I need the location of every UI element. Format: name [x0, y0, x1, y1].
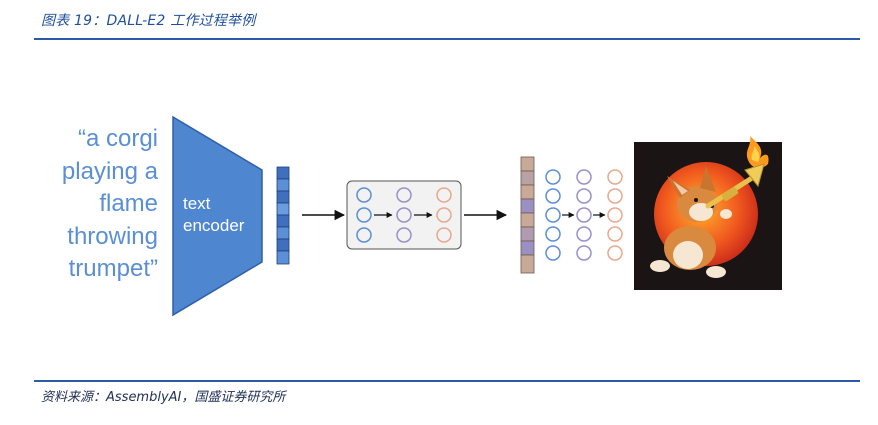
neural-node-icon — [576, 226, 592, 242]
neural-node-icon — [436, 227, 452, 243]
encoder-label-line: text — [183, 194, 211, 213]
neural-node-icon — [436, 207, 452, 223]
neural-node-icon — [576, 207, 592, 223]
neural-node-icon — [356, 227, 372, 243]
neural-node-icon — [607, 245, 623, 261]
neural-node-icon — [607, 207, 623, 223]
neural-node-icon — [545, 207, 561, 223]
corgi-trumpet-image — [634, 136, 782, 290]
neural-node-icon — [607, 188, 623, 204]
neural-node-icon — [576, 245, 592, 261]
top-divider — [34, 38, 860, 40]
neural-node-icon — [545, 169, 561, 185]
image-embedding-vector — [520, 156, 535, 274]
neural-node-icon — [607, 169, 623, 185]
prior-network — [346, 180, 462, 250]
neural-node-icon — [396, 187, 412, 203]
neural-node-icon — [576, 188, 592, 204]
prompt-line: playing a — [61, 157, 158, 185]
neural-node-icon — [356, 207, 372, 223]
neural-node-icon — [607, 226, 623, 242]
neural-node-icon — [396, 227, 412, 243]
neural-node-icon — [576, 169, 592, 185]
neural-node-icon — [396, 207, 412, 223]
figure-title: 图表 19：DALL-E2 工作过程举例 — [41, 13, 256, 29]
neural-node-icon — [545, 226, 561, 242]
text-encoder-label: text encoder — [183, 193, 244, 237]
prompt-line: trumpet” — [68, 255, 158, 282]
neural-node-icon — [545, 245, 561, 261]
text-prompt: “a corgi playing a flame throwing trumpe… — [62, 123, 158, 286]
encoder-label-line: encoder — [183, 216, 245, 235]
neural-node-icon — [545, 188, 561, 204]
prompt-line: “a corgi — [77, 125, 158, 152]
decoder-network — [545, 169, 623, 261]
text-embedding-vector — [276, 166, 290, 265]
neural-node-icon — [436, 187, 452, 203]
bottom-divider — [34, 380, 860, 382]
source-note: 资料来源：AssemblyAI，国盛证券研究所 — [41, 390, 286, 405]
text-encoder-block — [172, 115, 263, 317]
prompt-line: throwing — [67, 222, 158, 250]
neural-node-icon — [356, 187, 372, 203]
prompt-line: flame — [99, 190, 158, 217]
